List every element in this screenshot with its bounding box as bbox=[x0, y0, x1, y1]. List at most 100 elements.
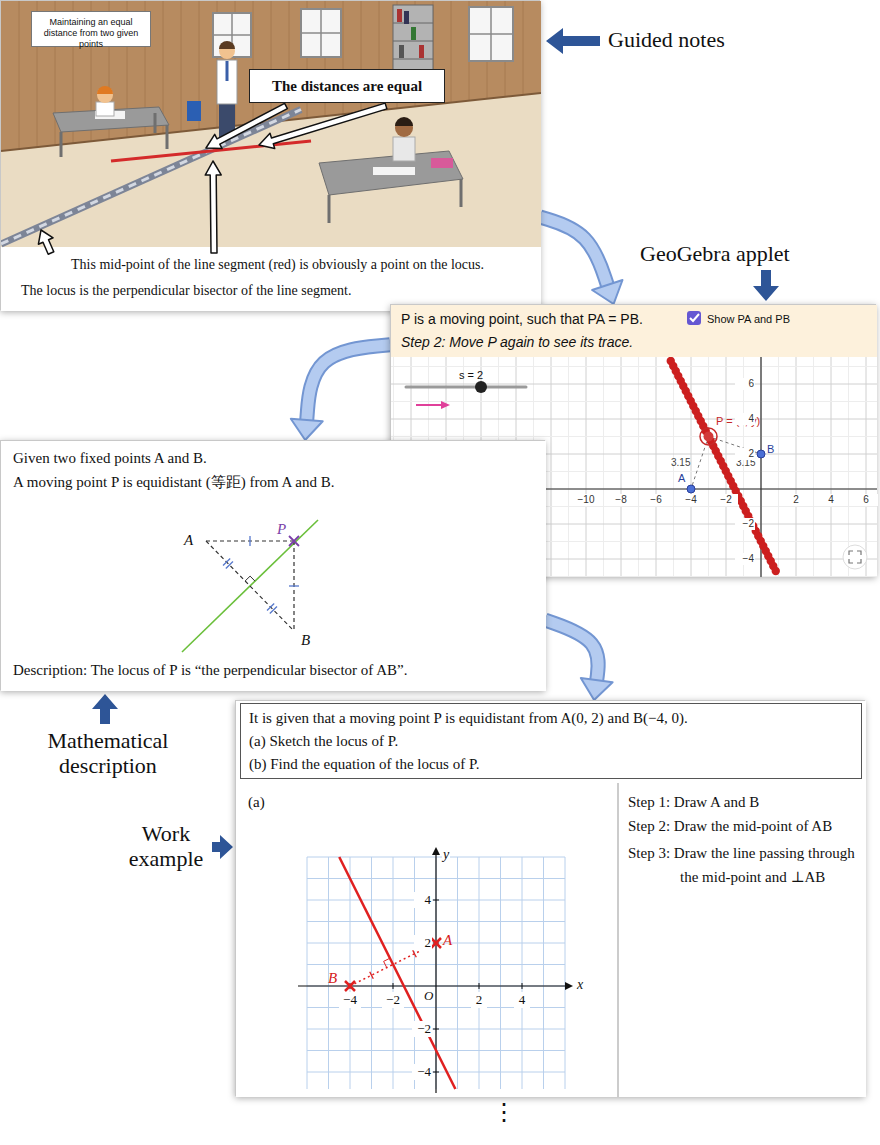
locus-line bbox=[339, 857, 455, 1089]
axis-tick-label: −2 bbox=[735, 518, 755, 530]
wall-plank bbox=[253, 1, 254, 124]
origin-label: O bbox=[423, 988, 434, 1004]
wall-plank bbox=[181, 1, 182, 132]
waste-bin bbox=[187, 101, 201, 121]
point-b bbox=[757, 450, 765, 458]
axis-tick-label: 2 bbox=[735, 448, 755, 460]
window-bar bbox=[469, 33, 513, 35]
axis-tick-label: −4 bbox=[735, 553, 755, 565]
flow-arrow-head bbox=[581, 678, 613, 700]
animation-arrow bbox=[416, 404, 443, 406]
bisector-line bbox=[1, 110, 301, 245]
equal-tick bbox=[289, 585, 299, 586]
desk bbox=[319, 151, 463, 195]
grid-line bbox=[371, 857, 372, 1089]
axis-tick bbox=[433, 900, 439, 901]
book bbox=[404, 11, 409, 24]
window bbox=[301, 9, 341, 57]
bisector-line bbox=[1, 110, 301, 245]
flow-arrow-body bbox=[545, 620, 598, 682]
problem-text: (a) Sketch the locus of P. bbox=[249, 732, 398, 750]
problem-text: (b) Find the equation of the locus of P. bbox=[249, 755, 479, 773]
book bbox=[419, 45, 424, 58]
problem-box: It is given that a moving point P is equ… bbox=[240, 703, 862, 779]
distance-label: 3.15 bbox=[671, 457, 690, 469]
paper bbox=[373, 167, 415, 175]
axis-arrowhead bbox=[565, 982, 573, 990]
axis-tick-label: 2 bbox=[784, 494, 808, 506]
wall-plank bbox=[451, 1, 452, 103]
caption-text: This mid-point of the line segment (red)… bbox=[71, 257, 484, 274]
panel-ground bbox=[1, 441, 546, 691]
axis-tick-label: 4 bbox=[414, 892, 432, 908]
work-example-panel: (a)Step 1: Draw A and BStep 2: Draw the … bbox=[235, 700, 865, 1096]
step-text: Step 1: Draw A and B bbox=[628, 793, 759, 811]
flow-arrow-body bbox=[307, 345, 390, 422]
axis-arrowhead bbox=[432, 847, 440, 855]
equal-tick bbox=[249, 536, 250, 546]
caption-text: The locus is the perpendicular bisector … bbox=[21, 283, 351, 300]
callout-text: The distances are equal bbox=[250, 77, 444, 95]
shelf bbox=[393, 41, 433, 42]
axis-tick-label: −6 bbox=[644, 494, 668, 506]
description-text: Given two fixed points A and B. bbox=[13, 449, 207, 467]
axis-label: x bbox=[577, 977, 583, 994]
point-label: B bbox=[301, 631, 310, 649]
problem-text: It is given that a moving point P is equ… bbox=[249, 709, 688, 727]
point-cross bbox=[431, 938, 441, 948]
column-divider bbox=[618, 783, 619, 1097]
wall-plank bbox=[523, 1, 524, 95]
axis-tick-label: −10 bbox=[574, 494, 598, 506]
point-label: B bbox=[328, 969, 337, 987]
axis-label: y bbox=[442, 847, 450, 864]
point-cross bbox=[345, 981, 355, 991]
x-axis bbox=[298, 985, 566, 986]
axis-tick-label: 2 bbox=[471, 992, 487, 1008]
slider-track bbox=[406, 386, 526, 389]
point-label: A bbox=[678, 472, 685, 485]
grid-line bbox=[603, 357, 604, 577]
axis-tick-label: −8 bbox=[609, 494, 633, 506]
applet-header-band: P is a moving point, such that PA = PB.S… bbox=[391, 305, 877, 357]
panel-ground bbox=[236, 701, 866, 1097]
grid-line bbox=[457, 857, 458, 1089]
fullscreen-icon bbox=[849, 551, 861, 563]
axis-tick-label: −4 bbox=[412, 1064, 432, 1080]
grid-line bbox=[813, 357, 814, 577]
teacher-hair bbox=[219, 41, 235, 49]
grid-line bbox=[307, 900, 565, 901]
student-body bbox=[96, 102, 114, 116]
description-text: A moving point P is equidistant (等距) fro… bbox=[13, 473, 335, 491]
annotation-label: Mathematical description bbox=[38, 728, 178, 779]
grid-line bbox=[307, 857, 308, 1089]
fullscreen-button bbox=[843, 545, 867, 569]
grid-line bbox=[350, 857, 351, 1089]
shelf bbox=[393, 59, 433, 60]
flow-arrow-outline bbox=[545, 620, 598, 682]
flow-arrow-head bbox=[291, 419, 323, 440]
grid-line bbox=[522, 857, 523, 1089]
annotation-label: Work example bbox=[118, 821, 214, 872]
step-text: Step 2: Draw the mid-point of AB bbox=[628, 817, 832, 835]
grid-line bbox=[638, 357, 639, 577]
pointer-arrow bbox=[212, 835, 233, 859]
grid-line bbox=[479, 857, 480, 1089]
teacher-body bbox=[217, 60, 237, 104]
flow-arrow-outline bbox=[307, 345, 390, 422]
axis-tick-label: 4 bbox=[514, 992, 530, 1008]
point-p bbox=[704, 432, 714, 442]
equal-tick bbox=[270, 606, 277, 613]
axis-tick bbox=[479, 983, 480, 989]
callout-arrow bbox=[38, 230, 53, 254]
grid-line bbox=[848, 357, 849, 577]
callout-arrows bbox=[38, 103, 387, 254]
point-p-ring bbox=[700, 428, 717, 445]
grid-line bbox=[831, 357, 832, 577]
slider-label: s = 2 bbox=[459, 369, 483, 382]
grid-line bbox=[307, 1072, 565, 1073]
axis-tick-label: −4 bbox=[679, 494, 703, 506]
axis-tick bbox=[433, 1072, 439, 1073]
pencil-case bbox=[431, 158, 453, 168]
grid-line bbox=[778, 357, 779, 577]
window bbox=[469, 7, 513, 61]
